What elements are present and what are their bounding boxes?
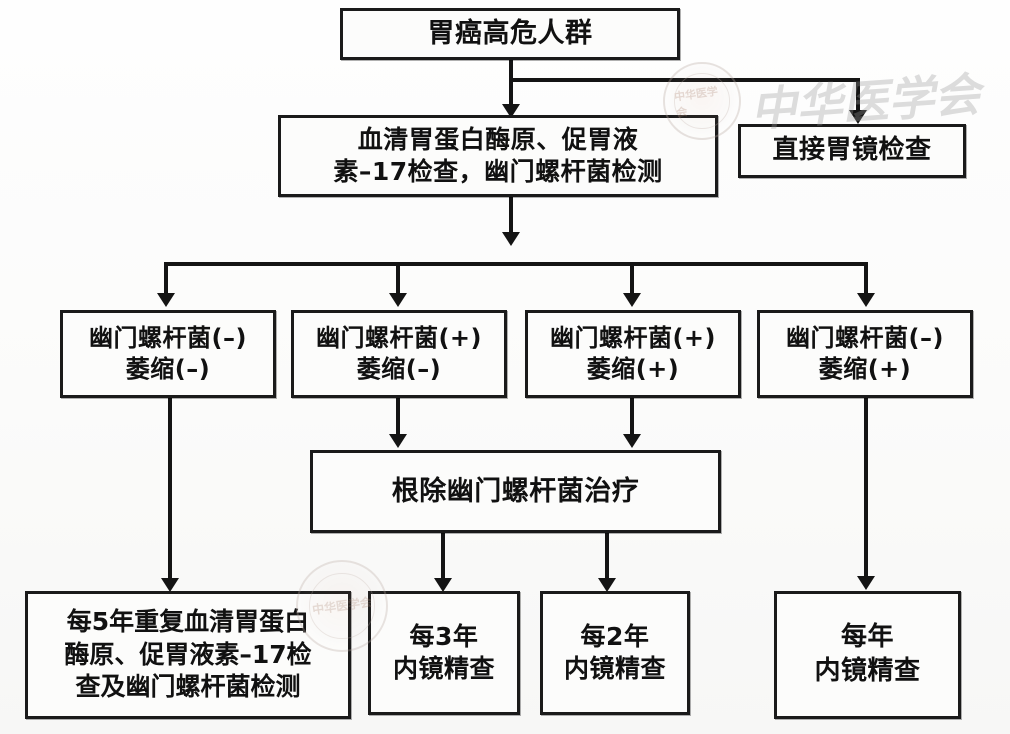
edge-bus-to-group4	[864, 262, 868, 296]
edge-group4-to-outcome4	[864, 398, 868, 578]
node-group2-label: 幽门螺杆菌(+) 萎缩(–)	[315, 323, 483, 383]
arrowhead-group2	[389, 293, 407, 307]
arrowhead-group3	[623, 293, 641, 307]
arrowhead-direct-endoscopy	[849, 110, 867, 124]
edge-root-stem	[509, 58, 513, 80]
arrowhead-eradication-right	[623, 434, 641, 448]
node-outcome4[interactable]: 每年 内镜精查	[774, 591, 961, 719]
edge-to-direct-endoscopy	[856, 78, 860, 114]
edge-group2-to-eradication	[396, 398, 400, 436]
node-outcome3[interactable]: 每2年 内镜精查	[540, 591, 690, 715]
node-group1-label: 幽门螺杆菌(–) 萎缩(–)	[89, 323, 247, 383]
arrowhead-group1	[157, 293, 175, 307]
node-group1[interactable]: 幽门螺杆菌(–) 萎缩(–)	[60, 310, 276, 398]
edge-root-to-right-branch	[509, 78, 858, 82]
node-outcome2-label: 每3年 内镜精查	[392, 621, 495, 684]
node-outcome3-label: 每2年 内镜精查	[563, 621, 666, 684]
node-serology-label: 血清胃蛋白酶原、促胃液 素–17检查，幽门螺杆菌检测	[333, 124, 663, 187]
edge-eradication-to-outcome3	[605, 533, 609, 581]
arrowhead-outcome4	[857, 576, 875, 590]
arrowhead-outcome3	[598, 578, 616, 592]
node-outcome2[interactable]: 每3年 内镜精查	[368, 591, 520, 715]
node-serology[interactable]: 血清胃蛋白酶原、促胃液 素–17检查，幽门螺杆菌检测	[278, 115, 718, 197]
edge-group1-to-outcome1	[168, 398, 172, 580]
node-group4[interactable]: 幽门螺杆菌(–) 萎缩(+)	[757, 310, 973, 398]
node-root-label: 胃癌高危人群	[427, 18, 593, 50]
node-outcome1[interactable]: 每5年重复血清胃蛋白 酶原、促胃液素–17检 查及幽门螺杆菌检测	[25, 591, 351, 719]
edge-bus-to-group1	[164, 262, 168, 296]
edge-bus-to-group3	[630, 262, 634, 296]
edge-group3-to-eradication	[630, 398, 634, 436]
edge-serology-stem	[509, 197, 513, 237]
edge-eradication-to-outcome2	[441, 533, 445, 581]
arrowhead-eradication-left	[389, 434, 407, 448]
edge-bus-to-group2	[396, 262, 400, 296]
arrowhead-group4	[857, 293, 875, 307]
node-group3-label: 幽门螺杆菌(+) 萎缩(+)	[549, 323, 717, 383]
edge-group-bus	[164, 262, 868, 266]
node-group2[interactable]: 幽门螺杆菌(+) 萎缩(–)	[291, 310, 507, 398]
node-outcome1-label: 每5年重复血清胃蛋白 酶原、促胃液素–17检 查及幽门螺杆菌检测	[64, 607, 312, 702]
node-group3[interactable]: 幽门螺杆菌(+) 萎缩(+)	[525, 310, 741, 398]
arrowhead-serology-stem	[502, 232, 520, 246]
arrowhead-outcome2	[434, 578, 452, 592]
node-group4-label: 幽门螺杆菌(–) 萎缩(+)	[786, 323, 944, 383]
node-direct-endoscopy-label: 直接胃镜检查	[772, 135, 932, 166]
node-eradication[interactable]: 根除幽门螺杆菌治疗	[310, 450, 721, 533]
arrowhead-outcome1	[161, 578, 179, 592]
node-eradication-label: 根除幽门螺杆菌治疗	[391, 475, 640, 507]
node-root[interactable]: 胃癌高危人群	[340, 8, 680, 60]
node-outcome4-label: 每年 内镜精查	[814, 622, 921, 686]
node-direct-endoscopy[interactable]: 直接胃镜检查	[738, 124, 966, 178]
